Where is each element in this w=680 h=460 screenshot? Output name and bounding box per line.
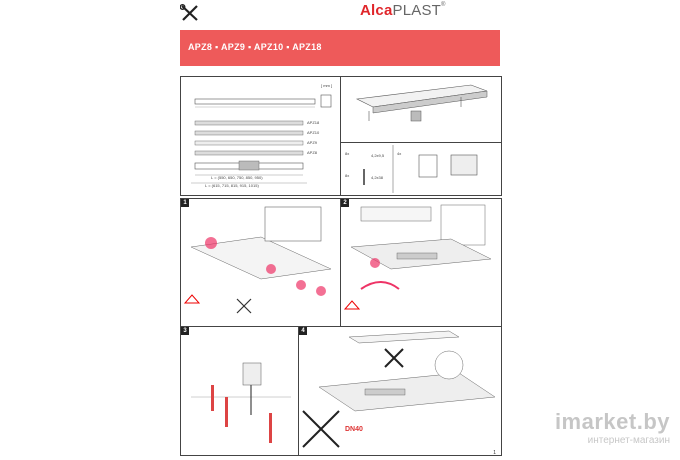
watermark-sub: интернет-магазин [587, 435, 670, 446]
length-range-1: L = (550, 650, 750, 850, 950) [211, 175, 263, 180]
alcaplast-logo: AlcaPLAST® [360, 2, 446, 19]
watermark-main: imarket.by [554, 409, 670, 434]
pipe-size-label: DN40 [345, 426, 363, 433]
grate-label-2: APZ10 [307, 130, 320, 135]
brand-prefix: Alca [360, 2, 393, 19]
screw-spec-1: 4,2x9,5 [371, 153, 385, 158]
step-3-number: 3 [181, 327, 189, 335]
length-range-2: L = (615, 715, 815, 915, 1015) [205, 183, 259, 188]
step-1-drawing [183, 206, 332, 314]
page-number: 1 [493, 450, 496, 456]
instruction-sheet: AlcaPLAST® APZ8 ▪ APZ9 ▪ APZ10 ▪ APZ18 [… [180, 0, 502, 460]
tools-icon [180, 4, 198, 21]
step-1-panel: 1 [180, 198, 342, 328]
model-list: APZ8 ▪ APZ9 ▪ APZ10 ▪ APZ18 [188, 42, 322, 52]
registered-mark: ® [441, 2, 446, 8]
product-view-panel [340, 76, 502, 144]
brand-suffix: PLAST [392, 2, 442, 19]
step-2-drawing [343, 204, 492, 310]
parts-count-3: 4x [397, 151, 401, 156]
step-2-panel: 2 [340, 198, 502, 328]
grate-label-4: APZ8 [307, 150, 318, 155]
grate-label-1: APZ18 [307, 120, 320, 125]
unit-label: [ mm ] [321, 83, 332, 88]
step-3-panel: 3 [180, 326, 300, 456]
drain-iso-drawing [355, 84, 488, 122]
grate-label-3: APZ9 [307, 140, 318, 145]
parts-drawing: 8x 8x 4x 4,2x9,5 4,2x38 [345, 145, 478, 193]
parts-count-2: 8x [345, 173, 349, 178]
step-1-number: 1 [181, 199, 189, 207]
watermark: imarket.by интернет-магазин [555, 409, 670, 446]
parts-panel: 8x 8x 4x 4,2x9,5 4,2x38 [340, 142, 502, 196]
step-4-drawing: DN40 [302, 330, 496, 448]
parts-count-1: 8x [345, 151, 349, 156]
model-banner: APZ8 ▪ APZ9 ▪ APZ10 ▪ APZ18 [180, 30, 500, 66]
step-4-number: 4 [299, 327, 307, 335]
step-4-panel: 4 DN40 [298, 326, 502, 456]
step-3-drawing [191, 362, 291, 443]
dimensions-panel: [ mm ] APZ18 APZ10 APZ9 APZ8 L = (550, 6… [180, 76, 342, 196]
step-2-number: 2 [341, 199, 349, 207]
screw-spec-2: 4,2x38 [371, 175, 384, 180]
dimension-drawing: [ mm ] APZ18 APZ10 APZ9 APZ8 L = (550, 6… [191, 83, 332, 188]
